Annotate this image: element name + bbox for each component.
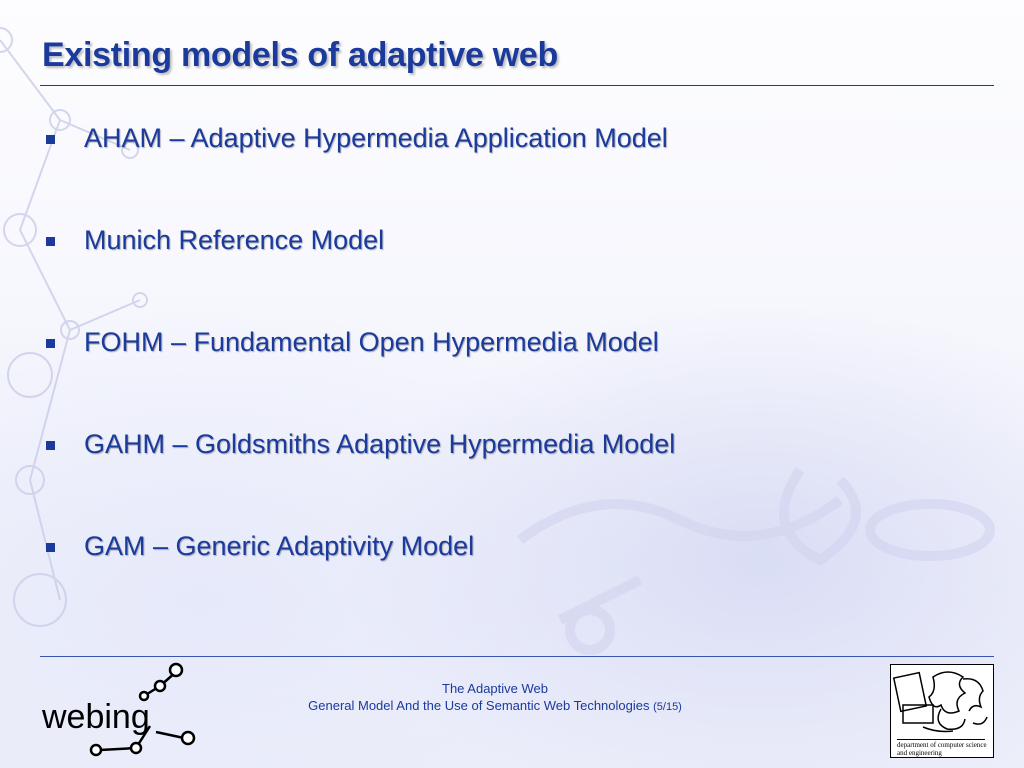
square-bullet-icon xyxy=(46,135,55,144)
caption-line-2: and engineering xyxy=(897,749,942,757)
list-item: GAM – Generic Adaptivity Model xyxy=(44,526,675,628)
bullet-list: AHAM – Adaptive Hypermedia Application M… xyxy=(44,118,675,628)
caption-line-1: department of computer science xyxy=(897,741,987,749)
square-bullet-icon xyxy=(46,543,55,552)
webing-logo: webing xyxy=(41,662,196,757)
bullet-text: FOHM – Fundamental Open Hypermedia Model xyxy=(84,327,659,357)
slide-title: Existing models of adaptive web xyxy=(42,36,558,74)
title-divider xyxy=(40,85,994,86)
footer-line-1: The Adaptive Web xyxy=(442,681,548,696)
list-item: Munich Reference Model xyxy=(44,220,675,322)
footer: The Adaptive Web General Model And the U… xyxy=(260,680,730,716)
footer-divider xyxy=(40,656,994,657)
list-item: GAHM – Goldsmiths Adaptive Hypermedia Mo… xyxy=(44,424,675,526)
bullet-text: GAHM – Goldsmiths Adaptive Hypermedia Mo… xyxy=(84,429,676,459)
footer-subtitle: General Model And the Use of Semantic We… xyxy=(308,698,650,713)
logo-text: webing xyxy=(41,698,150,736)
lion-emblem-icon xyxy=(893,671,988,733)
square-bullet-icon xyxy=(46,441,55,450)
bullet-text: GAM – Generic Adaptivity Model xyxy=(84,531,475,561)
department-logo: department of computer science and engin… xyxy=(890,664,994,758)
square-bullet-icon xyxy=(46,237,55,246)
list-item: FOHM – Fundamental Open Hypermedia Model xyxy=(44,322,675,424)
bullet-text: Munich Reference Model xyxy=(84,225,385,255)
bullet-text: AHAM – Adaptive Hypermedia Application M… xyxy=(84,123,668,153)
department-caption: department of computer science and engin… xyxy=(897,739,987,757)
footer-line-2: General Model And the Use of Semantic We… xyxy=(260,697,730,716)
square-bullet-icon xyxy=(46,339,55,348)
page-number: (5/15) xyxy=(653,701,682,713)
list-item: AHAM – Adaptive Hypermedia Application M… xyxy=(44,118,675,220)
